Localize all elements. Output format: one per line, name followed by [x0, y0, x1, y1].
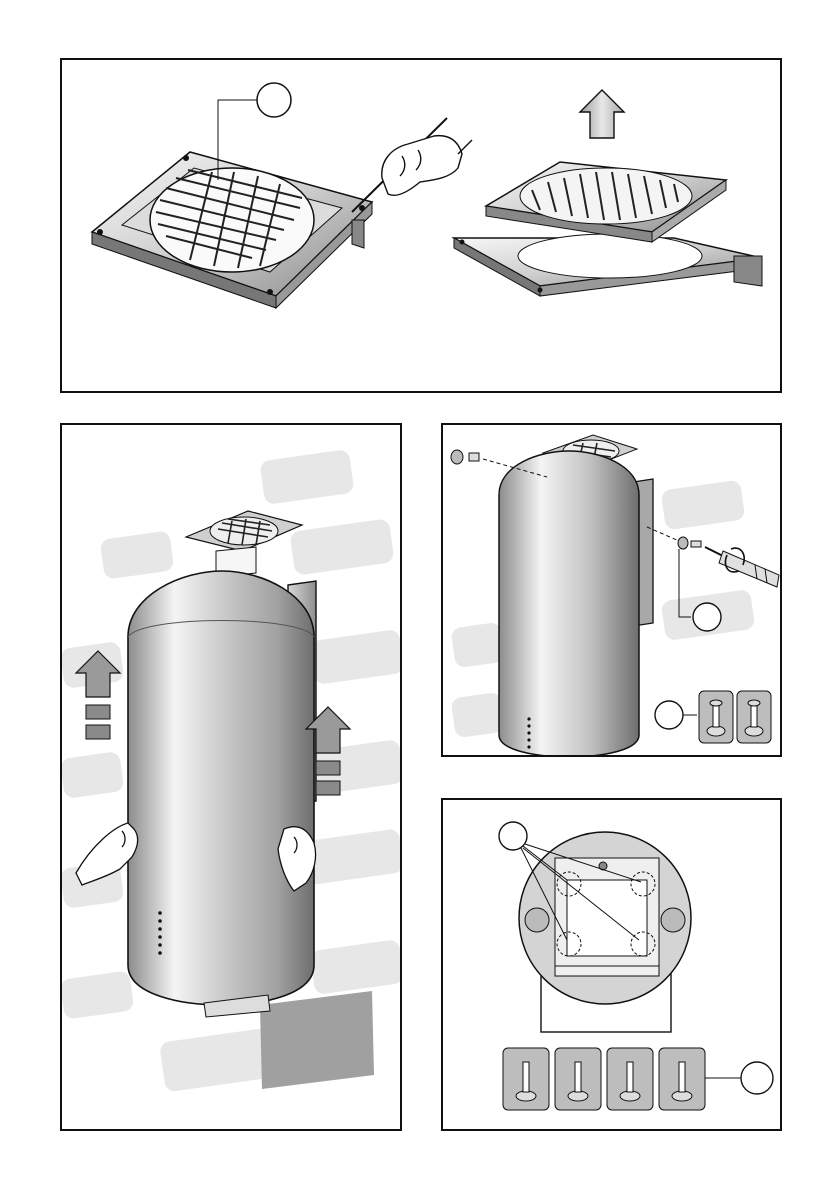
chimney-cylinder — [499, 451, 639, 755]
screw-icon — [659, 1048, 705, 1110]
panel-screw-bottom — [441, 798, 782, 1131]
grille-lifted — [486, 162, 726, 242]
screw-side-illustration — [443, 425, 780, 755]
up-arrow-icon — [580, 90, 624, 138]
screw-icon — [503, 1048, 549, 1110]
screw-bottom-illustration — [443, 800, 780, 1129]
fit-chimney-illustration — [62, 425, 400, 1129]
screw-icon — [737, 691, 771, 743]
bottom-view-circle — [519, 832, 691, 1004]
panel-screw-side — [441, 423, 782, 757]
screw-icon — [607, 1048, 653, 1110]
remove-grille-illustration — [62, 60, 780, 391]
hand-icon — [352, 118, 472, 212]
screw-icon — [555, 1048, 601, 1110]
screwdriver-icon — [705, 547, 779, 587]
grille-plate-left — [92, 152, 372, 308]
screw-icon — [647, 527, 701, 549]
chimney-cylinder — [128, 571, 314, 1017]
chimney-shadow — [260, 991, 374, 1089]
panel-fit-chimney — [60, 423, 402, 1131]
callout-screw-box — [655, 701, 697, 729]
screw-icon — [699, 691, 733, 743]
base-plate-right — [454, 234, 762, 296]
panel-remove-grille — [60, 58, 782, 393]
bracket-top — [186, 511, 302, 577]
callout-screw-box — [705, 1062, 773, 1094]
